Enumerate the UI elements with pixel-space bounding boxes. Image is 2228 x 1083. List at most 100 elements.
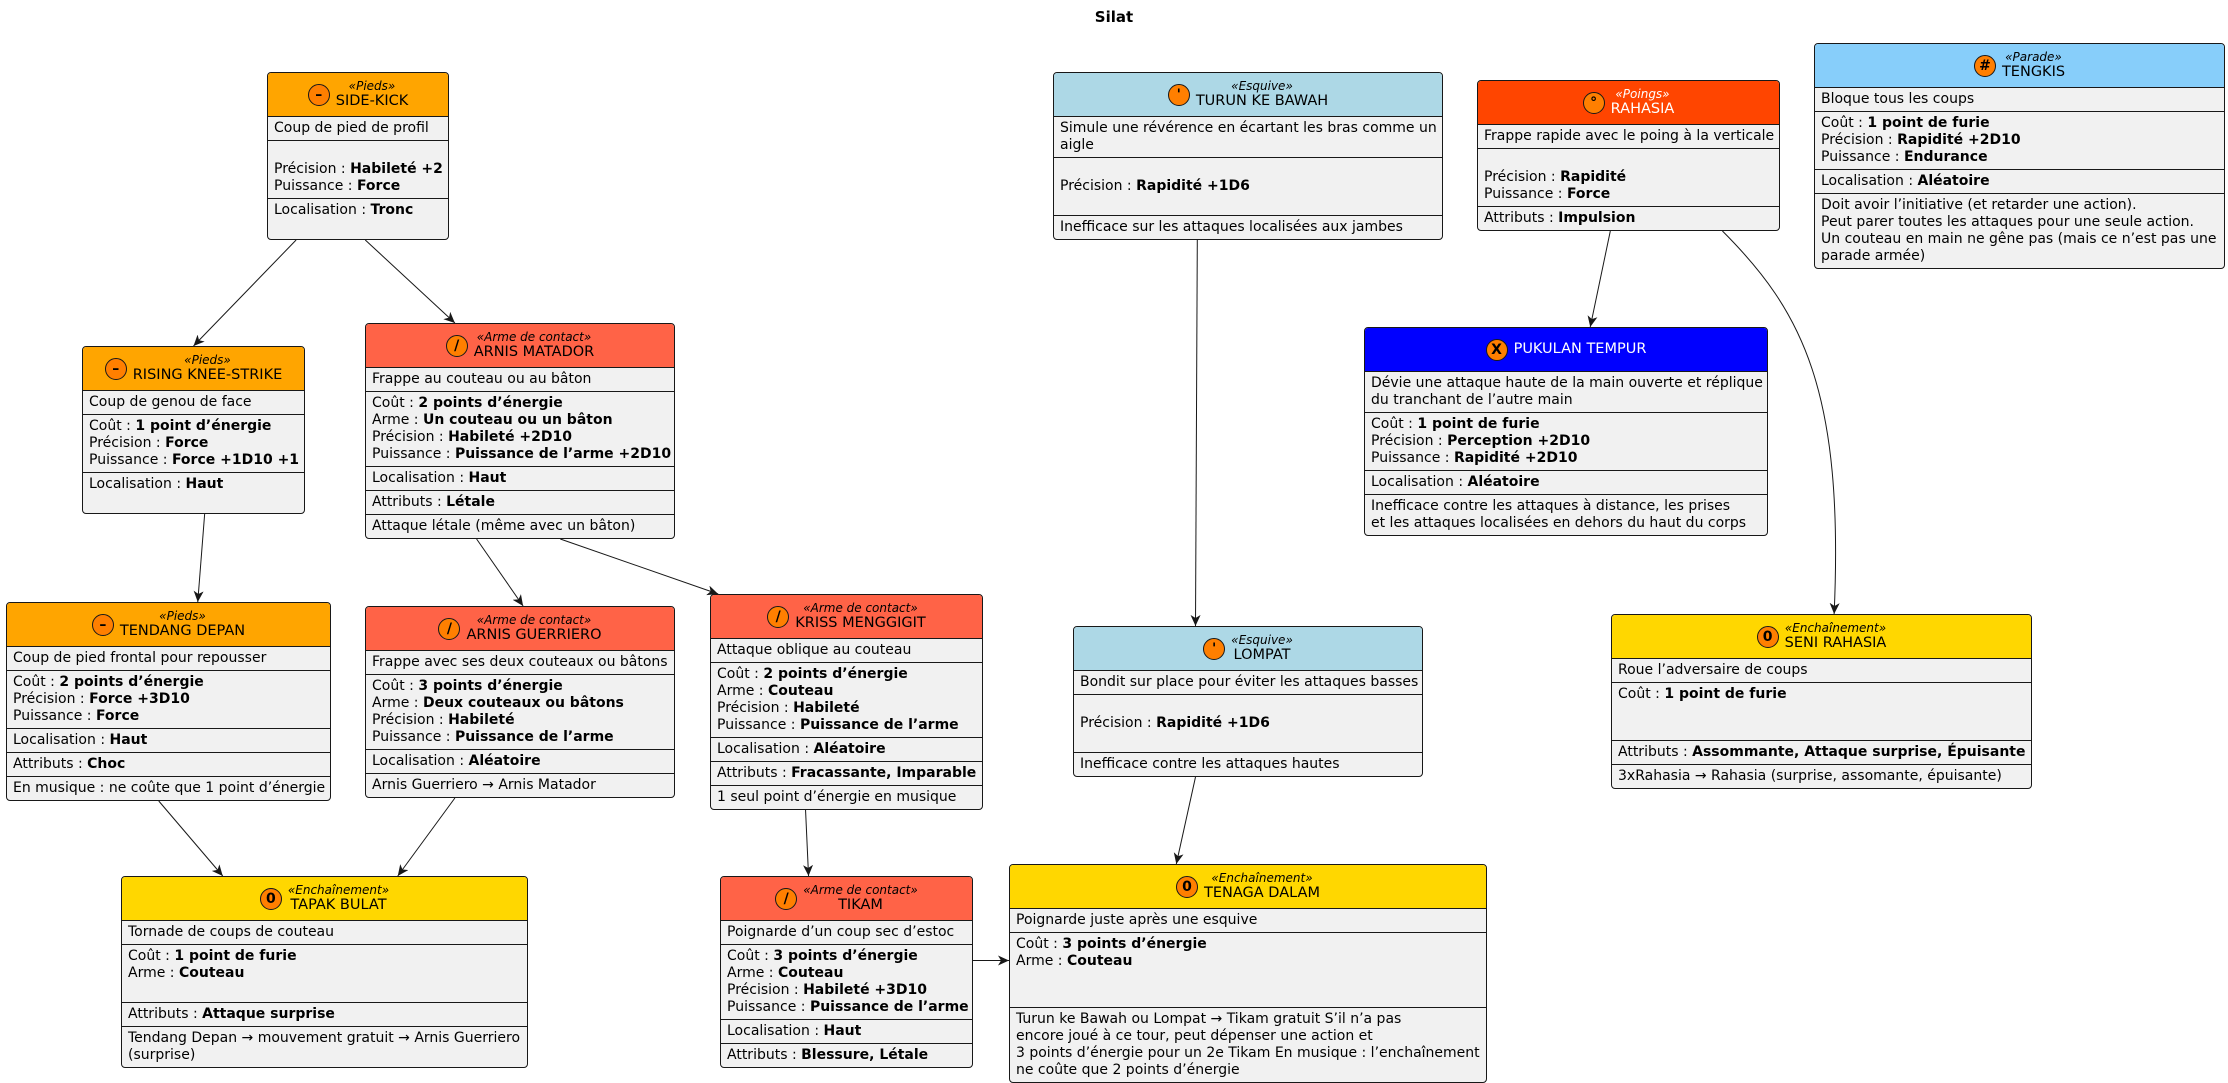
field-label: Coût : bbox=[1371, 416, 1418, 432]
field-value: Force bbox=[356, 178, 401, 194]
node-section: En musique : ne coûte que 1 point d’éner… bbox=[7, 777, 330, 800]
node-line: Puissance : Puissance de l’arme bbox=[372, 729, 669, 746]
field-value: 2 points d’énergie bbox=[763, 666, 908, 682]
stereotype-icon: # bbox=[1973, 54, 1996, 77]
node-section: Tendang Depan → mouvement gratuit → Arni… bbox=[122, 1027, 527, 1067]
spacer bbox=[274, 144, 443, 161]
edge-rahasia-to-pukulan bbox=[1587, 230, 1611, 328]
node-line: du tranchant de l’autre main bbox=[1371, 392, 1573, 408]
node-line: Attributs : Létale bbox=[372, 494, 669, 511]
stereotype-icon: – bbox=[91, 613, 114, 636]
node-section: Localisation : Aléatoire bbox=[711, 738, 982, 762]
node-line: Attributs : Blessure, Létale bbox=[727, 1047, 967, 1064]
field-value: 2 points d’énergie bbox=[59, 674, 204, 690]
node-line: Localisation : Aléatoire bbox=[1821, 173, 2219, 190]
node-line: Puissance : Rapidité +2D10 bbox=[1371, 450, 1762, 467]
node-name: RAHASIA bbox=[1610, 101, 1675, 117]
stereotype-icon: / bbox=[775, 887, 798, 910]
node-section: Frappe rapide avec le poing à la vertica… bbox=[1478, 125, 1779, 149]
node-line: Peut parer toutes les attaques pour une … bbox=[1821, 214, 2194, 230]
node-section: Attaque létale (même avec un bâton) bbox=[366, 515, 674, 538]
field-label: Précision : bbox=[727, 982, 804, 998]
node-stereotype: «Enchaînement» bbox=[287, 883, 390, 897]
node-line: Coup de pied frontal pour repousser bbox=[13, 650, 267, 666]
node-line: Coût : 2 points d’énergie bbox=[717, 666, 977, 683]
node-section: Inefficace sur les attaques localisées a… bbox=[1054, 216, 1442, 239]
field-label: Précision : bbox=[1821, 132, 1898, 148]
stereotype-icon: 0 bbox=[1176, 875, 1199, 898]
edge-sidekick-to-matador bbox=[364, 239, 456, 324]
node-line: Simule une révérence en écartant les bra… bbox=[1060, 120, 1437, 136]
field-value: Haut bbox=[823, 1023, 862, 1039]
field-label: Précision : bbox=[89, 435, 166, 451]
node-section: Doit avoir l’initiative (et retarder une… bbox=[1815, 194, 2224, 268]
node-section: Attributs : Létale bbox=[366, 491, 674, 515]
node-section: Localisation : Aléatoire bbox=[1365, 471, 1767, 495]
field-label: Puissance : bbox=[274, 178, 357, 194]
node-section: Attributs : Impulsion bbox=[1478, 207, 1779, 230]
node-section: Précision : Rapidité +1D6 bbox=[1054, 158, 1442, 216]
field-value: 1 point de furie bbox=[1867, 115, 1990, 131]
node-line: Attributs : Choc bbox=[13, 756, 325, 773]
node-section: Coup de pied frontal pour repousser bbox=[7, 647, 330, 671]
node-name: SIDE-KICK bbox=[335, 93, 409, 109]
field-label: Précision : bbox=[372, 429, 449, 445]
node-line: Précision : Rapidité +1D6 bbox=[1060, 178, 1437, 195]
node-line: et les attaques localisées en dehors du … bbox=[1371, 515, 1747, 531]
field-label: Arme : bbox=[717, 683, 768, 699]
node-stereotype: «Arme de contact» bbox=[803, 601, 918, 615]
node-line: Turun ke Bawah ou Lompat → Tikam gratuit… bbox=[1016, 1011, 1402, 1027]
field-label: Attributs : bbox=[727, 1047, 802, 1063]
node-stereotype: «Pieds» bbox=[348, 79, 396, 93]
field-label: Coût : bbox=[727, 948, 774, 964]
node-section: Bloque tous les coups bbox=[1815, 88, 2224, 112]
node-line: Précision : Rapidité bbox=[1484, 169, 1774, 186]
field-value: Impulsion bbox=[1558, 210, 1636, 226]
node-stereotype: «Parade» bbox=[2005, 50, 2062, 64]
node-line: Attributs : Fracassante, Imparable bbox=[717, 765, 977, 782]
field-value: 2 points d’énergie bbox=[418, 395, 563, 411]
node-line: Précision : Habileté +2 bbox=[274, 161, 443, 178]
node-stereotype: «Poings» bbox=[1615, 87, 1670, 101]
node-line: Coût : 3 points d’énergie bbox=[1016, 936, 1481, 953]
node-line: Puissance : Force bbox=[1484, 186, 1774, 203]
node-header: /«Arme de contact»ARNIS MATADOR bbox=[366, 324, 674, 368]
node-line: Précision : Habileté +2D10 bbox=[372, 429, 669, 446]
field-label: Précision : bbox=[372, 712, 449, 728]
node-section: Attributs : Assommante, Attaque surprise… bbox=[1612, 741, 2031, 765]
node-stereotype: «Pieds» bbox=[159, 609, 206, 623]
node-line: 3 points d’énergie pour un 2e Tikam En m… bbox=[1016, 1045, 1480, 1061]
field-value: Couteau bbox=[767, 683, 834, 699]
node-section: Attributs : Blessure, Létale bbox=[721, 1044, 972, 1067]
node-header: 0«Enchaînement»TENAGA DALAM bbox=[1010, 865, 1486, 909]
node-header: 0«Enchaînement»TAPAK BULAT bbox=[122, 877, 527, 921]
field-label: Localisation : bbox=[372, 753, 469, 769]
stereotype-icon: – bbox=[307, 83, 330, 106]
node-line: Coût : 3 points d’énergie bbox=[372, 678, 669, 695]
field-value: Habileté bbox=[448, 712, 515, 728]
field-label: Coût : bbox=[717, 666, 764, 682]
node-header: '«Esquive»TURUN KE BAWAH bbox=[1054, 73, 1442, 117]
field-label: Puissance : bbox=[727, 999, 810, 1015]
field-label: Arme : bbox=[372, 412, 423, 428]
node-header: –«Pieds»TENDANG DEPAN bbox=[7, 603, 330, 647]
node-line: Puissance : Puissance de l’arme bbox=[717, 717, 977, 734]
field-value: Force bbox=[95, 708, 140, 724]
field-value: Habileté +2 bbox=[350, 161, 443, 177]
field-label: Localisation : bbox=[13, 732, 110, 748]
field-value: Puissance de l’arme +2D10 bbox=[454, 446, 672, 462]
spacer bbox=[1618, 720, 2026, 737]
